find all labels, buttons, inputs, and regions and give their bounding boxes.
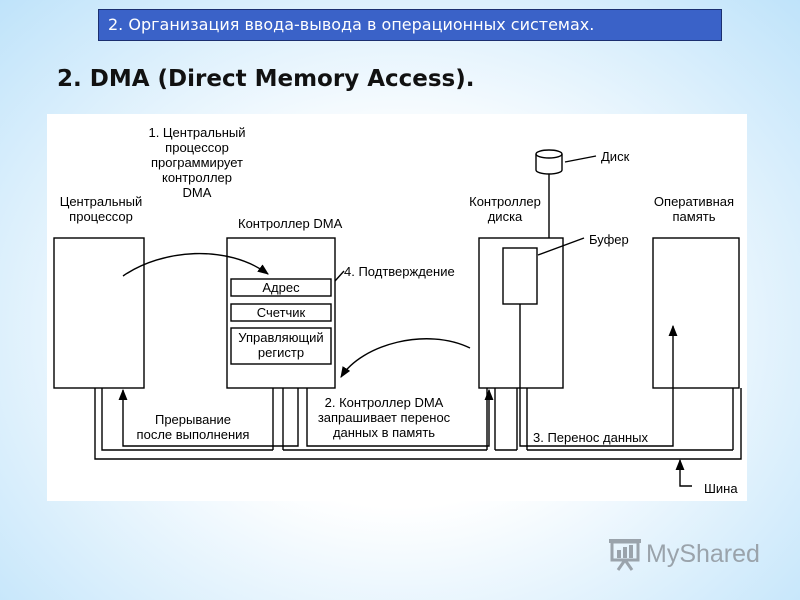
confirm-pointer	[334, 270, 345, 282]
step4-label: 4. Подтверждение	[344, 264, 455, 279]
watermark-logo: MyShared	[606, 536, 766, 572]
step1-label: 1. Центральный процессор программирует к…	[143, 125, 251, 200]
register-control-box	[230, 327, 332, 365]
step1-line: 1. Центральный	[148, 125, 246, 140]
interrupt-label: Прерывание после выполнения	[123, 412, 263, 442]
register-control-line: Управляющий	[238, 330, 324, 345]
step2-line: данных в память	[332, 425, 436, 440]
ram-box	[652, 237, 740, 389]
register-control-line: регистр	[257, 345, 305, 360]
interrupt-arrow	[118, 388, 299, 447]
step1-line: контроллер	[161, 170, 232, 185]
interrupt-line: Прерывание	[154, 412, 232, 427]
cpu-label-line: процессор	[69, 209, 133, 224]
bus-label: Шина	[704, 481, 738, 496]
disk-controller-box	[478, 237, 564, 389]
dma-controller-label: Контроллер DMA	[238, 216, 343, 231]
page-title: 2. DMA (Direct Memory Access).	[57, 66, 475, 92]
buffer-label: Буфер	[589, 232, 629, 247]
disk-label: Диск	[601, 149, 630, 164]
step3-label: 3. Перенос данных	[533, 430, 649, 445]
step1-line: DMA	[182, 185, 212, 200]
register-address: Адрес	[262, 280, 300, 295]
step1-line: программирует	[150, 155, 244, 170]
buffer-box	[502, 247, 538, 305]
interrupt-line: после выполнения	[136, 427, 250, 442]
program-arrow	[122, 252, 269, 277]
diagram-graphics	[53, 149, 742, 487]
presentation-icon	[609, 539, 641, 571]
register-counter-box	[230, 303, 332, 322]
disk-controller-label-line: Контроллер	[469, 194, 541, 209]
header-title: 2. Организация ввода-вывода в операционн…	[108, 15, 595, 34]
request-curve-arrow	[340, 338, 471, 378]
dma-controller-box	[226, 237, 336, 389]
header-bar: 2. Организация ввода-вывода в операционн…	[98, 9, 722, 41]
disk-controller-label-line: диска	[487, 209, 523, 224]
step2-line: 2. Контроллер DMA	[324, 395, 444, 410]
bus-lower	[101, 388, 273, 451]
ram-label-line: память	[672, 209, 716, 224]
disk-pointer	[564, 155, 597, 163]
step2-label: 2. Контроллер DMA запрашивает перенос да…	[309, 395, 459, 440]
register-control: Управляющий регистр	[231, 330, 331, 360]
ram-label: Оперативная память	[644, 194, 744, 224]
step2-line: запрашивает перенос	[317, 410, 451, 425]
cpu-label: Центральный процессор	[47, 194, 155, 224]
disk-controller-label: Контроллер диска	[460, 194, 550, 224]
register-address-box	[230, 278, 332, 297]
step1-line: процессор	[165, 140, 229, 155]
buffer-pointer	[537, 237, 585, 256]
bus-upper	[94, 388, 742, 460]
dma-diagram: 1. Центральный процессор программирует к…	[47, 114, 747, 501]
ram-label-line: Оперативная	[653, 194, 735, 209]
request-arrow	[306, 388, 494, 447]
register-counter: Счетчик	[256, 305, 306, 320]
watermark-text: MyShared	[646, 540, 760, 568]
transfer-arrow	[519, 304, 678, 447]
cpu-box	[53, 237, 145, 389]
cpu-label-line: Центральный	[59, 194, 143, 209]
disk-icon	[535, 149, 563, 175]
bus-pointer	[675, 458, 692, 487]
